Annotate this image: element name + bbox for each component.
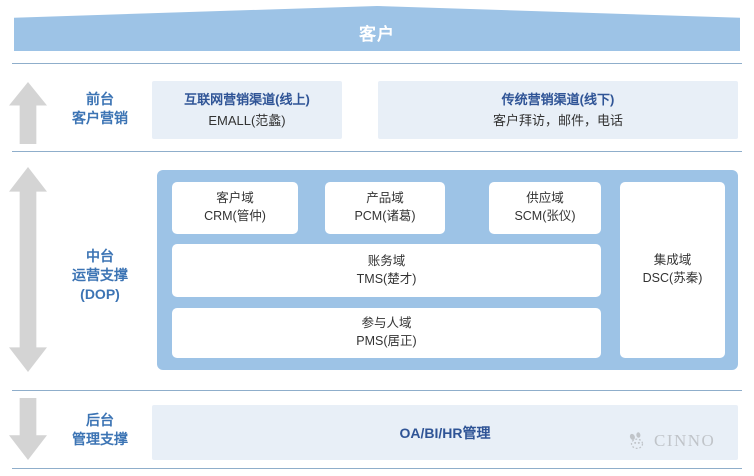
divider-middle-back xyxy=(12,390,742,391)
offline-channel-title: 传统营销渠道(线下) xyxy=(501,92,615,107)
domain-card-tms-subtitle: TMS(楚才) xyxy=(356,272,417,286)
domain-card-pms[interactable]: 参与人域 PMS(居正) xyxy=(172,308,601,358)
front-office-offline-channel[interactable]: 传统营销渠道(线下) 客户拜访，邮件，电话 xyxy=(378,81,738,139)
tier-label-back-office: 后台 管理支撑 xyxy=(56,411,144,449)
domain-card-scm-title: 供应域 xyxy=(526,191,564,205)
domain-card-pcm-subtitle: PCM(诸葛) xyxy=(354,209,416,223)
back-office-title: OA/BI/HR管理 xyxy=(399,425,491,441)
domain-card-dsc-subtitle: DSC(苏秦) xyxy=(642,271,703,285)
paw-logo-icon xyxy=(629,432,644,449)
watermark: CINNO xyxy=(626,430,715,452)
domain-card-tms[interactable]: 账务域 TMS(楚才) xyxy=(172,244,601,297)
domain-card-scm-subtitle: SCM(张仪) xyxy=(514,209,576,223)
domain-card-pcm-title: 产品域 xyxy=(366,191,404,205)
domain-card-pms-title: 参与人域 xyxy=(361,316,412,330)
tier-label-middle-office: 中台 运营支撑 (DOP) xyxy=(56,247,144,304)
divider-front-middle xyxy=(12,151,742,152)
arrow-up-icon xyxy=(9,82,47,144)
domain-card-crm-subtitle: CRM(管仲) xyxy=(204,209,266,223)
domain-card-tms-title: 账务域 xyxy=(367,254,406,268)
tier-back-line1: 后台 xyxy=(86,412,114,428)
arrow-up-down-icon xyxy=(9,167,47,372)
divider-below-banner xyxy=(12,63,742,64)
domain-card-scm[interactable]: 供应域 SCM(张仪) xyxy=(489,182,601,234)
online-channel-subtitle: EMALL(范蠡) xyxy=(208,113,286,128)
tier-middle-line3: (DOP) xyxy=(80,286,120,302)
front-office-online-channel[interactable]: 互联网营销渠道(线上) EMALL(范蠡) xyxy=(152,81,342,139)
tier-middle-line2: 运营支撑 xyxy=(72,267,128,283)
customer-banner-label: 客户 xyxy=(359,25,395,44)
watermark-text: CINNO xyxy=(654,431,716,450)
domain-card-crm[interactable]: 客户域 CRM(管仲) xyxy=(172,182,298,234)
divider-bottom xyxy=(12,468,742,469)
domain-card-dsc-title: 集成域 xyxy=(653,253,692,267)
tier-label-front-office: 前台 客户营销 xyxy=(56,90,144,128)
domain-card-pcm[interactable]: 产品域 PCM(诸葛) xyxy=(325,182,445,234)
arrow-down-icon xyxy=(9,398,47,460)
domain-card-crm-title: 客户域 xyxy=(216,191,254,205)
domain-card-pms-subtitle: PMS(居正) xyxy=(356,334,417,348)
tier-middle-line1: 中台 xyxy=(86,248,114,264)
domain-card-dsc[interactable]: 集成域 DSC(苏秦) xyxy=(620,182,725,358)
tier-back-line2: 管理支撑 xyxy=(72,431,128,447)
offline-channel-subtitle: 客户拜访，邮件，电话 xyxy=(492,113,623,128)
back-office-management-box[interactable]: OA/BI/HR管理 xyxy=(152,405,738,460)
online-channel-title: 互联网营销渠道(线上) xyxy=(184,92,310,107)
middle-office-dop-container: 客户域 CRM(管仲) 产品域 PCM(诸葛) 供应域 SCM(张仪) 账务域 … xyxy=(157,170,738,370)
tier-front-line2: 客户营销 xyxy=(72,110,128,126)
customer-banner: 客户 xyxy=(14,6,740,51)
tier-front-line1: 前台 xyxy=(86,91,114,107)
